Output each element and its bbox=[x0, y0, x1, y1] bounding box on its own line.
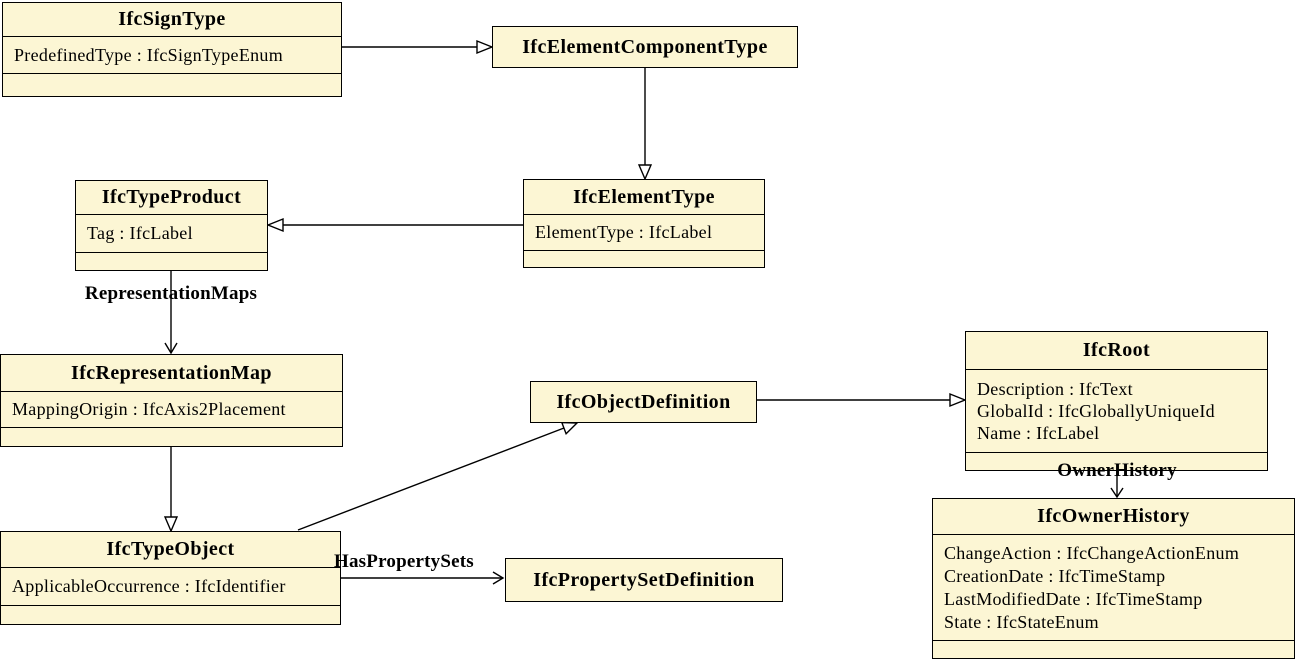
edge-label-representationmaps: RepresentationMaps bbox=[84, 283, 258, 304]
hollow-triangle-arrowhead bbox=[266, 217, 284, 233]
class-title: IfcRoot bbox=[1082, 339, 1151, 361]
inheritance-edge-elementcomponenttype-elementtype bbox=[637, 68, 653, 181]
class-ifcsigntype: IfcSignType PredefinedType : IfcSignType… bbox=[2, 2, 342, 97]
attributes-compartment: MappingOrigin : IfcAxis2Placement bbox=[1, 391, 342, 428]
stick-arrowhead bbox=[164, 342, 178, 355]
class-title: IfcTypeProduct bbox=[101, 186, 242, 208]
hollow-triangle-arrowhead bbox=[560, 421, 579, 435]
class-attribute: ApplicableOccurrence : IfcIdentifier bbox=[12, 576, 286, 596]
inheritance-edge-objectdefinition-root bbox=[757, 392, 967, 408]
inheritance-edge-typeproduct-typeobject bbox=[163, 447, 179, 533]
class-attribute: ChangeAction : IfcChangeActionEnum bbox=[944, 542, 1240, 563]
class-attribute: Name : IfcLabel bbox=[977, 423, 1100, 443]
hollow-triangle-arrowhead bbox=[949, 392, 967, 408]
class-title: IfcObjectDefinition bbox=[556, 390, 731, 413]
class-attribute: PredefinedType : IfcSignTypeEnum bbox=[14, 44, 284, 65]
class-ifcownerhistory: IfcOwnerHistory ChangeAction : IfcChange… bbox=[932, 498, 1295, 659]
class-ifcobjectdefinition: IfcObjectDefinition bbox=[530, 381, 757, 423]
class-ifcroot: IfcRoot Description : IfcText GlobalId :… bbox=[965, 331, 1268, 471]
inheritance-edge-signtype-elementcomponenttype bbox=[342, 39, 494, 55]
class-attribute: LastModifiedDate : IfcTimeStamp bbox=[944, 588, 1203, 609]
association-edge-representationmaps bbox=[164, 271, 178, 355]
class-attribute: MappingOrigin : IfcAxis2Placement bbox=[12, 399, 286, 419]
class-attribute: Description : IfcText bbox=[977, 379, 1133, 399]
empty-compartment bbox=[524, 251, 764, 267]
stick-arrowhead bbox=[492, 571, 505, 585]
inheritance-edge-typeobject-objectdefinition bbox=[297, 421, 579, 531]
empty-compartment bbox=[76, 253, 267, 270]
attributes-compartment: ChangeAction : IfcChangeActionEnum Creat… bbox=[933, 534, 1294, 641]
class-title: IfcOwnerHistory bbox=[1037, 505, 1190, 527]
class-title: IfcRepresentationMap bbox=[71, 361, 272, 384]
edge-label-ownerhistory: OwnerHistory bbox=[1057, 460, 1177, 481]
stick-arrowhead bbox=[1110, 487, 1124, 499]
class-ifctypeproduct: IfcTypeProduct Tag : IfcLabel bbox=[75, 180, 268, 271]
class-ifctypeobject: IfcTypeObject ApplicableOccurrence : Ifc… bbox=[0, 531, 341, 625]
class-attribute: ElementType : IfcLabel bbox=[535, 222, 713, 242]
attributes-compartment: PredefinedType : IfcSignTypeEnum bbox=[3, 36, 341, 74]
class-ifcpropertysetdefinition: IfcPropertySetDefinition bbox=[505, 558, 783, 602]
edge-label-haspropertysets: HasPropertySets bbox=[334, 551, 474, 572]
class-attribute: GlobalId : IfcGloballyUniqueId bbox=[977, 401, 1215, 421]
class-ifcelementcomponenttype: IfcElementComponentType bbox=[492, 26, 798, 68]
attributes-compartment: Description : IfcText GlobalId : IfcGlob… bbox=[966, 369, 1267, 453]
class-title: IfcSignType bbox=[118, 8, 226, 30]
inheritance-edge-elementtype-typeproduct bbox=[266, 217, 523, 233]
class-title: IfcPropertySetDefinition bbox=[533, 568, 755, 591]
class-title: IfcElementComponentType bbox=[522, 35, 768, 58]
class-title: IfcTypeObject bbox=[106, 538, 235, 560]
attributes-compartment: Tag : IfcLabel bbox=[76, 214, 267, 253]
hollow-triangle-arrowhead bbox=[163, 516, 179, 533]
class-attribute: State : IfcStateEnum bbox=[944, 611, 1099, 632]
hollow-triangle-arrowhead bbox=[476, 39, 494, 55]
association-edge-ownerhistory bbox=[1110, 471, 1124, 499]
class-attribute: Tag : IfcLabel bbox=[87, 223, 193, 243]
hollow-triangle-arrowhead bbox=[637, 164, 653, 181]
empty-compartment bbox=[933, 641, 1294, 658]
class-title: IfcElementType bbox=[573, 185, 715, 208]
class-ifcrepresentationmap: IfcRepresentationMap MappingOrigin : Ifc… bbox=[0, 354, 343, 447]
class-ifcelementtype: IfcElementType ElementType : IfcLabel bbox=[523, 179, 765, 268]
association-edge-haspropertysets bbox=[341, 571, 505, 585]
attributes-compartment: ElementType : IfcLabel bbox=[524, 214, 764, 251]
class-attribute: CreationDate : IfcTimeStamp bbox=[944, 565, 1166, 586]
empty-compartment bbox=[1, 606, 340, 624]
empty-compartment bbox=[1, 428, 342, 446]
empty-compartment bbox=[3, 74, 341, 96]
attributes-compartment: ApplicableOccurrence : IfcIdentifier bbox=[1, 567, 340, 606]
